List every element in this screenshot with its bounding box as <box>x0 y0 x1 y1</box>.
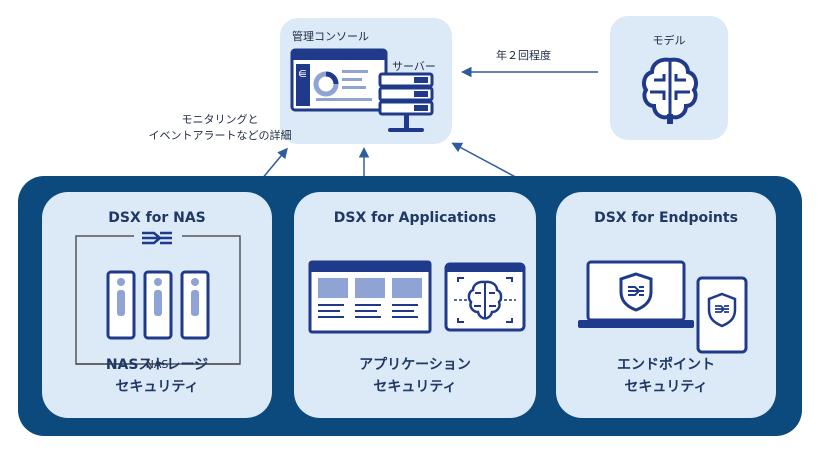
nas-drive-icon <box>106 270 210 340</box>
dsx-logo-icon <box>142 231 172 245</box>
product-title: DSX for NAS <box>108 210 206 226</box>
product-card-applications: DSX for Applications アプリケーション セキュリティ <box>294 192 536 418</box>
monitoring-label: モニタリングと イベントアラートなどの詳細 <box>140 112 300 144</box>
server-label: サーバー <box>392 60 436 73</box>
product-footer: エンドポイント セキュリティ <box>556 354 776 398</box>
product-footer: アプリケーション セキュリティ <box>294 354 536 398</box>
nas-frame-icon <box>75 235 241 365</box>
monitoring-label-line1: モニタリングと <box>181 113 259 126</box>
brain-icon <box>642 57 698 124</box>
update-frequency-label: 年２回程度 <box>496 49 551 62</box>
product-card-nas: DSX for NAS NAS NASストレージ セキュリティ <box>42 192 272 418</box>
product-footer-line1: エンドポイント <box>617 357 715 373</box>
model-label: モデル <box>652 34 686 47</box>
product-footer-line2: セキュリティ <box>373 379 457 395</box>
scanner-brain-icon <box>444 262 526 332</box>
tablet-icon <box>696 276 748 354</box>
server-icon <box>378 72 434 132</box>
product-footer-line1: アプリケーション <box>359 357 471 373</box>
product-footer: NASストレージ セキュリティ <box>42 354 272 398</box>
product-footer-line2: セキュリティ <box>624 379 708 395</box>
browser-window-icon <box>308 260 432 334</box>
nas-sub-label: NAS <box>145 358 169 371</box>
console-title: 管理コンソール <box>292 30 369 43</box>
shield-icon <box>619 272 653 312</box>
product-footer-line2: セキュリティ <box>115 379 199 395</box>
product-title: DSX for Applications <box>333 210 497 226</box>
product-title: DSX for Endpoints <box>594 210 738 226</box>
dashboard-icon: ⋹ <box>290 48 388 112</box>
svg-text:⋹: ⋹ <box>298 69 307 80</box>
product-footer-line1: NASストレージ <box>105 357 209 373</box>
product-card-endpoints: DSX for Endpoints エンドポイント セキュリティ <box>556 192 776 418</box>
monitoring-label-line2: イベントアラートなどの詳細 <box>148 129 292 142</box>
